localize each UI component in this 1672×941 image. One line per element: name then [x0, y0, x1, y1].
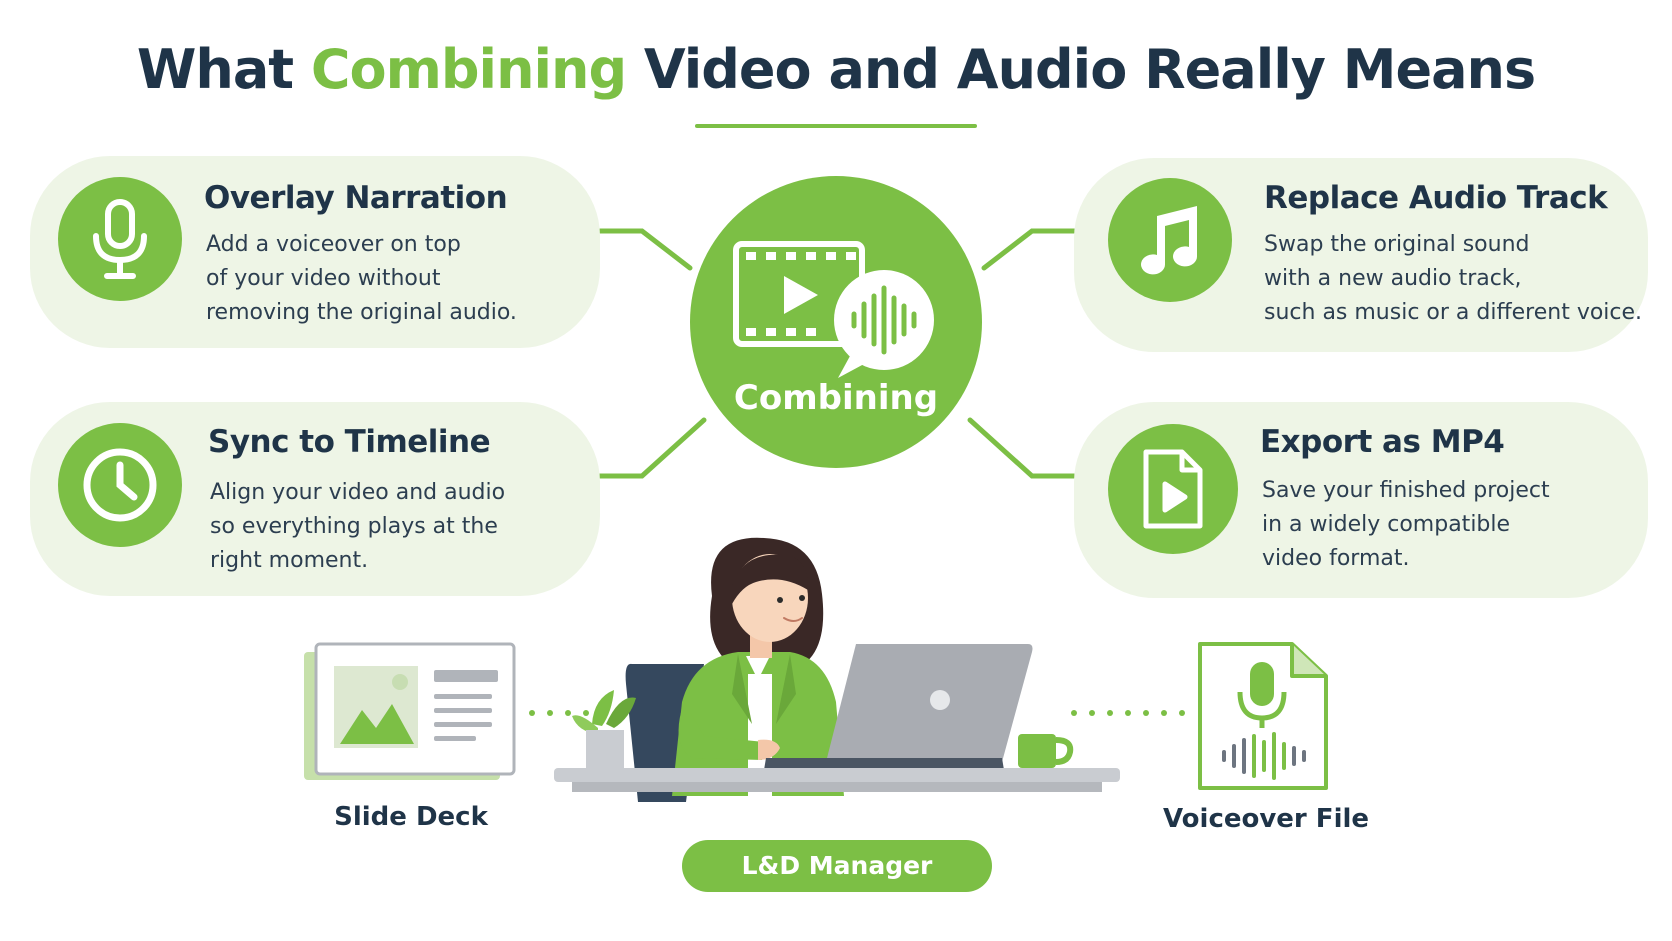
voiceover-file-icon — [1198, 642, 1328, 790]
combining-hub — [690, 176, 982, 468]
hub-label: Combining — [733, 378, 939, 418]
desk — [554, 768, 1120, 782]
role-badge: L&D Manager — [682, 840, 992, 892]
person-at-laptop-illustration — [554, 537, 1120, 802]
card-title: Export as MP4 — [1260, 424, 1505, 460]
slide-deck-icon — [304, 642, 516, 780]
connector-export — [967, 417, 1077, 479]
connector-overlay — [597, 228, 693, 271]
card-title: Replace Audio Track — [1264, 180, 1608, 216]
card-replace-audio-track: Replace Audio Track Swap the original so… — [1074, 158, 1648, 352]
connector-sync — [597, 417, 707, 479]
microphone-icon — [58, 177, 182, 301]
clock-icon — [58, 423, 182, 547]
laptop — [826, 644, 1033, 762]
card-overlay-narration: Overlay Narration Add a voiceover on top… — [30, 156, 600, 348]
video-file-icon — [1108, 424, 1238, 554]
slide-deck-label: Slide Deck — [334, 802, 488, 832]
video-audio-icon — [733, 241, 934, 378]
connector-replace — [981, 228, 1077, 271]
voiceover-file-label: Voiceover File — [1162, 804, 1370, 834]
card-export-as-mp4: Export as MP4 Save your finished project… — [1074, 402, 1648, 598]
card-sync-to-timeline: Sync to Timeline Align your video and au… — [30, 402, 600, 596]
title-highlight: Combining — [310, 38, 627, 101]
music-note-icon — [1108, 178, 1232, 302]
page-title: What Combining Video and Audio Really Me… — [136, 38, 1536, 101]
title-underline — [695, 124, 977, 128]
card-title: Sync to Timeline — [208, 424, 491, 460]
card-title: Overlay Narration — [204, 180, 508, 216]
